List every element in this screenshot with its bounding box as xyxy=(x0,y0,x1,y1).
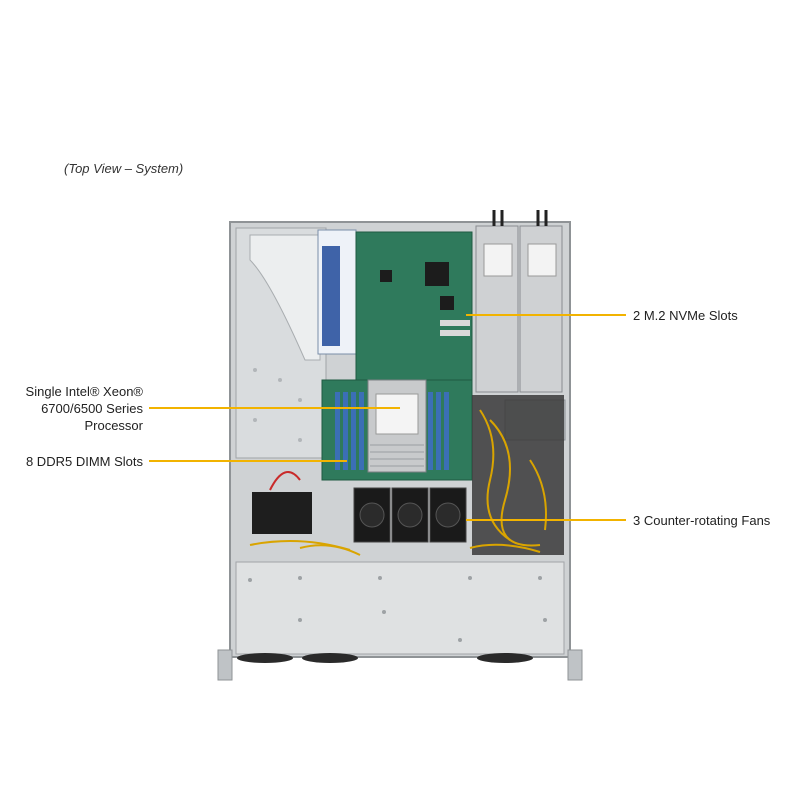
cpu-callout-line-3: Processor xyxy=(84,418,143,433)
front-fan-bumps xyxy=(237,653,533,663)
cpu-heatsink-label xyxy=(375,393,419,435)
cpu-callout-line-1: Single Intel® Xeon® xyxy=(25,384,143,399)
dimm-slots-left xyxy=(335,392,364,470)
bmc-chip xyxy=(425,262,449,286)
power-cables xyxy=(479,409,547,547)
board-chip-small xyxy=(440,296,454,310)
cpu-callout-line-2: 6700/6500 Series xyxy=(41,401,143,416)
front-panel xyxy=(235,561,565,655)
m2-slot xyxy=(440,330,470,336)
riser-holes xyxy=(253,368,302,442)
dimm-slots-right xyxy=(428,392,449,470)
riser-label-stripe xyxy=(322,246,340,346)
m2-slot xyxy=(440,320,470,326)
callout-leaders xyxy=(149,314,626,521)
front-wiring xyxy=(249,540,541,556)
psu-1-label xyxy=(483,243,513,277)
left-rack-ear xyxy=(217,649,233,681)
fans-callout-label: 3 Counter-rotating Fans xyxy=(633,513,771,528)
left-fan-cable xyxy=(269,471,301,491)
board-chip-small xyxy=(380,270,392,282)
nvme-callout-label: 2 M.2 NVMe Slots xyxy=(633,308,738,323)
psu-handles xyxy=(492,210,548,226)
cpu-callout-label: Single Intel® Xeon® 6700/6500 Series Pro… xyxy=(26,383,143,434)
psu-2-label xyxy=(527,243,557,277)
left-fan xyxy=(252,492,312,534)
view-caption: (Top View – System) xyxy=(64,161,184,176)
front-panel-holes xyxy=(248,576,547,642)
heatsink-fins xyxy=(370,444,424,467)
right-rack-ear xyxy=(567,649,583,681)
dimm-callout-label: 8 DDR5 DIMM Slots xyxy=(25,454,143,469)
system-fans xyxy=(353,487,467,543)
riser-bracket xyxy=(249,234,321,361)
